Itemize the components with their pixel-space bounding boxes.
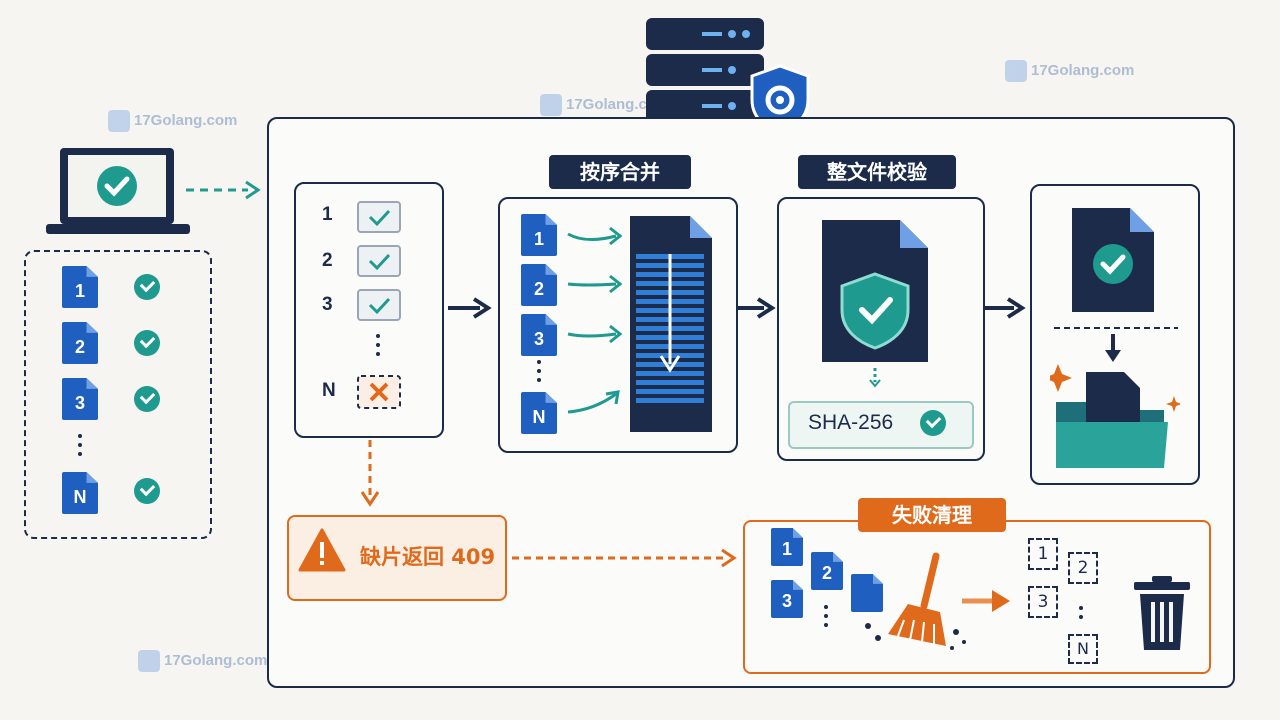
ellipsis-icon: [78, 434, 82, 461]
upload-arrow: [186, 180, 261, 200]
laptop-icon: [46, 148, 190, 234]
deleted-chunk-outline: 1: [1028, 538, 1058, 570]
watermark-logo-icon: [108, 110, 130, 132]
error-to-cleanup-arrow: [512, 548, 737, 568]
verified-file-to-folder-icon: [1050, 208, 1180, 468]
broom-icon: [865, 552, 966, 650]
ellipsis-icon: [537, 360, 541, 387]
checklist-number: 2: [322, 250, 333, 271]
checklist-number: N: [322, 380, 336, 401]
missing-chunk-x-icon: [357, 375, 401, 409]
cleanup-title: 失败清理: [858, 498, 1006, 532]
trash-icon: [1134, 576, 1190, 650]
chunk-doc-icon: 1: [62, 266, 98, 308]
chunk-doc-icon: [851, 574, 883, 612]
chunk-doc-icon: 3: [62, 378, 98, 420]
deleted-chunk-outline: 3: [1028, 586, 1058, 618]
check-icon: [134, 478, 160, 504]
checklist-number: 3: [322, 294, 333, 315]
error-label: 缺片返回 409: [360, 545, 496, 569]
check-icon: [134, 274, 160, 300]
verify-title: 整文件校验: [798, 155, 956, 189]
client-chunk-list: [24, 250, 212, 539]
deleted-chunk-outline: 2: [1068, 552, 1098, 584]
watermark-logo-icon: [1005, 60, 1027, 82]
chunk-doc-icon: 1: [521, 214, 557, 256]
chunk-doc-icon: 2: [521, 264, 557, 306]
checkbox-checked-icons: [357, 201, 401, 321]
shield-file-icon: [822, 220, 928, 388]
server-shield-icon: [646, 18, 810, 136]
arrow-right-icon: [984, 297, 1026, 319]
watermark: 17Golang.com: [1005, 60, 1134, 82]
watermark-logo-icon: [138, 650, 160, 672]
chunk-doc-icon: N: [62, 472, 98, 514]
merge-title: 按序合并: [549, 155, 691, 189]
warning-icon: [298, 528, 346, 572]
chunk-doc-icon: 2: [62, 322, 98, 364]
chunk-doc-icon: 3: [521, 314, 557, 356]
watermark-logo-icon: [540, 94, 562, 116]
watermark: 17Golang.com: [540, 94, 669, 116]
merged-file-icon: [567, 216, 712, 432]
chunk-doc-icon: N: [521, 392, 557, 434]
error-down-arrow: [360, 440, 380, 507]
check-icon: [134, 330, 160, 356]
arrow-right-orange-icon: [962, 590, 1010, 612]
chunk-doc-icon: 1: [771, 528, 803, 566]
check-icon: [920, 410, 946, 436]
ellipsis-icon: [1079, 606, 1083, 624]
check-icon: [134, 386, 160, 412]
deleted-chunk-outline: N: [1068, 634, 1098, 664]
ellipsis-icon: [824, 605, 828, 632]
chunk-doc-icon: 3: [771, 580, 803, 618]
watermark: 17Golang.com: [108, 110, 237, 132]
chunk-doc-icon: 2: [811, 552, 843, 590]
cleanup-stage: [743, 520, 1211, 674]
arrow-right-icon: [448, 297, 492, 319]
ellipsis-icon: [376, 334, 380, 361]
checklist-number: 1: [322, 204, 333, 225]
hash-label: SHA-256: [808, 411, 894, 434]
arrow-right-icon: [738, 297, 776, 319]
watermark: 17Golang.com: [138, 650, 267, 672]
